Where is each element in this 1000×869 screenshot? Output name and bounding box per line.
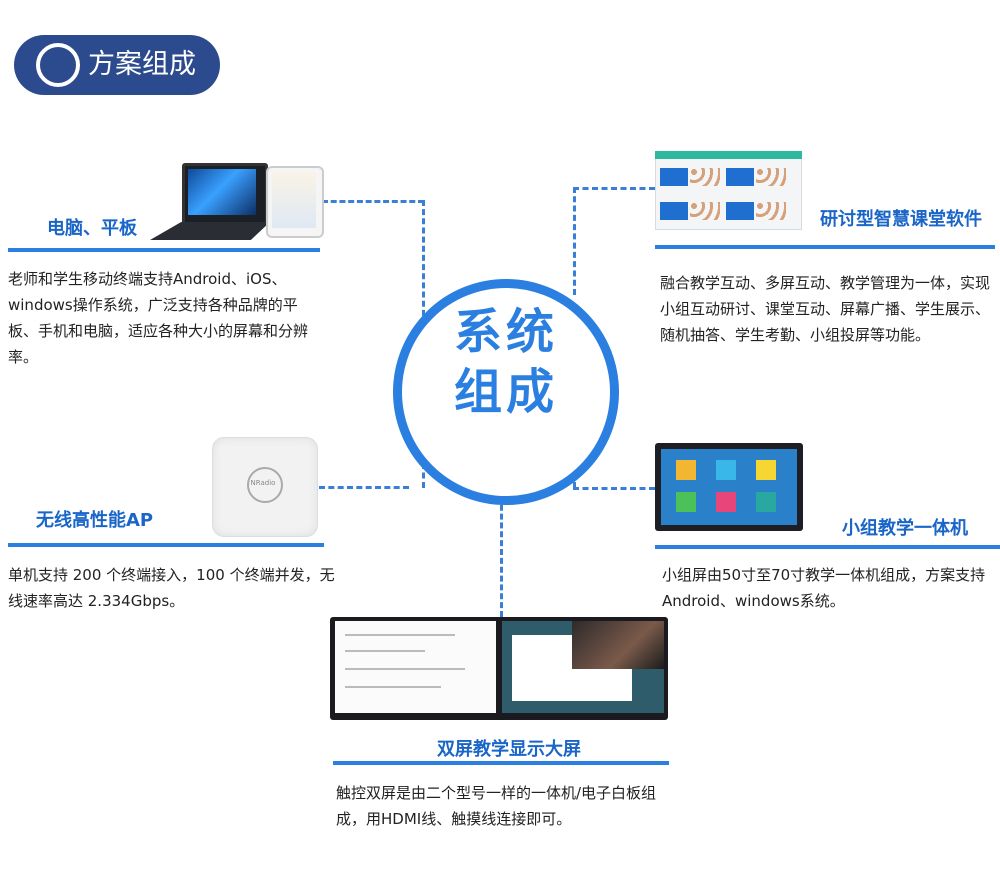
software-thumb [660,168,688,186]
section-title-devices: 电脑、平板 [47,214,137,240]
section-title-software: 研讨型智慧课堂软件 [820,205,982,231]
whiteboard-line [345,668,465,670]
section-title-ap: 无线高性能AP [36,506,153,532]
dual-screen-video [572,621,664,669]
section-rule-ap [8,543,324,547]
connector-devices-h [322,200,424,203]
app-tile [716,460,736,480]
connector-display-h [573,487,655,490]
connector-software-v [573,187,576,295]
section-desc-software: 融合教学互动、多屏互动、教学管理为一体，实现小组互动研讨、课堂互动、屏幕广播、学… [660,270,992,348]
section-desc-group-display: 小组屏由50寸至70寸教学一体机组成，方案支持Android、windows系统… [662,562,997,614]
connector-dual-v [500,487,503,617]
whiteboard-line [345,686,441,688]
ap-logo-text: NRadio [240,479,286,487]
section-desc-ap: 单机支持 200 个终端接入，100 个终端并发，无线速率高达 2.334Gbp… [8,562,338,614]
section-title-group-display: 小组教学一体机 [842,514,968,540]
center-title: 系统 组成 [393,302,619,422]
section-rule-software [655,245,995,249]
software-avatars [756,202,786,220]
app-tile [676,492,696,512]
app-tile [756,492,776,512]
app-tile [756,460,776,480]
section-rule-group-display [655,545,1000,549]
tablet-screen [272,172,316,228]
whiteboard-line [345,650,425,652]
section-desc-dual-screen: 触控双屏是由二个型号一样的一体机/电子白板组成，用HDMI线、触摸线连接即可。 [336,780,666,832]
section-rule-dual-screen [333,761,669,765]
center-title-line1: 系统 [393,302,619,362]
center-title-line2: 组成 [393,362,619,422]
section-desc-devices: 老师和学生移动终端支持Android、iOS、windows操作系统，广泛支持各… [8,266,320,370]
software-titlebar [655,151,802,159]
whiteboard-line [345,634,455,636]
software-thumb [660,202,688,220]
software-thumb [726,168,754,186]
connector-software-h [573,187,655,190]
software-avatars [756,168,786,186]
section-title-dual-screen: 双屏教学显示大屏 [437,735,581,761]
page-title: 方案组成 [88,46,196,84]
software-avatars [690,202,720,220]
section-rule-devices [8,248,320,252]
connector-ap-h [319,486,409,489]
app-tile [676,460,696,480]
laptop-screen [188,169,256,215]
software-thumb [726,202,754,220]
circle-icon [36,43,80,87]
laptop-keyboard [150,222,270,240]
app-tile [716,492,736,512]
software-avatars [690,168,720,186]
